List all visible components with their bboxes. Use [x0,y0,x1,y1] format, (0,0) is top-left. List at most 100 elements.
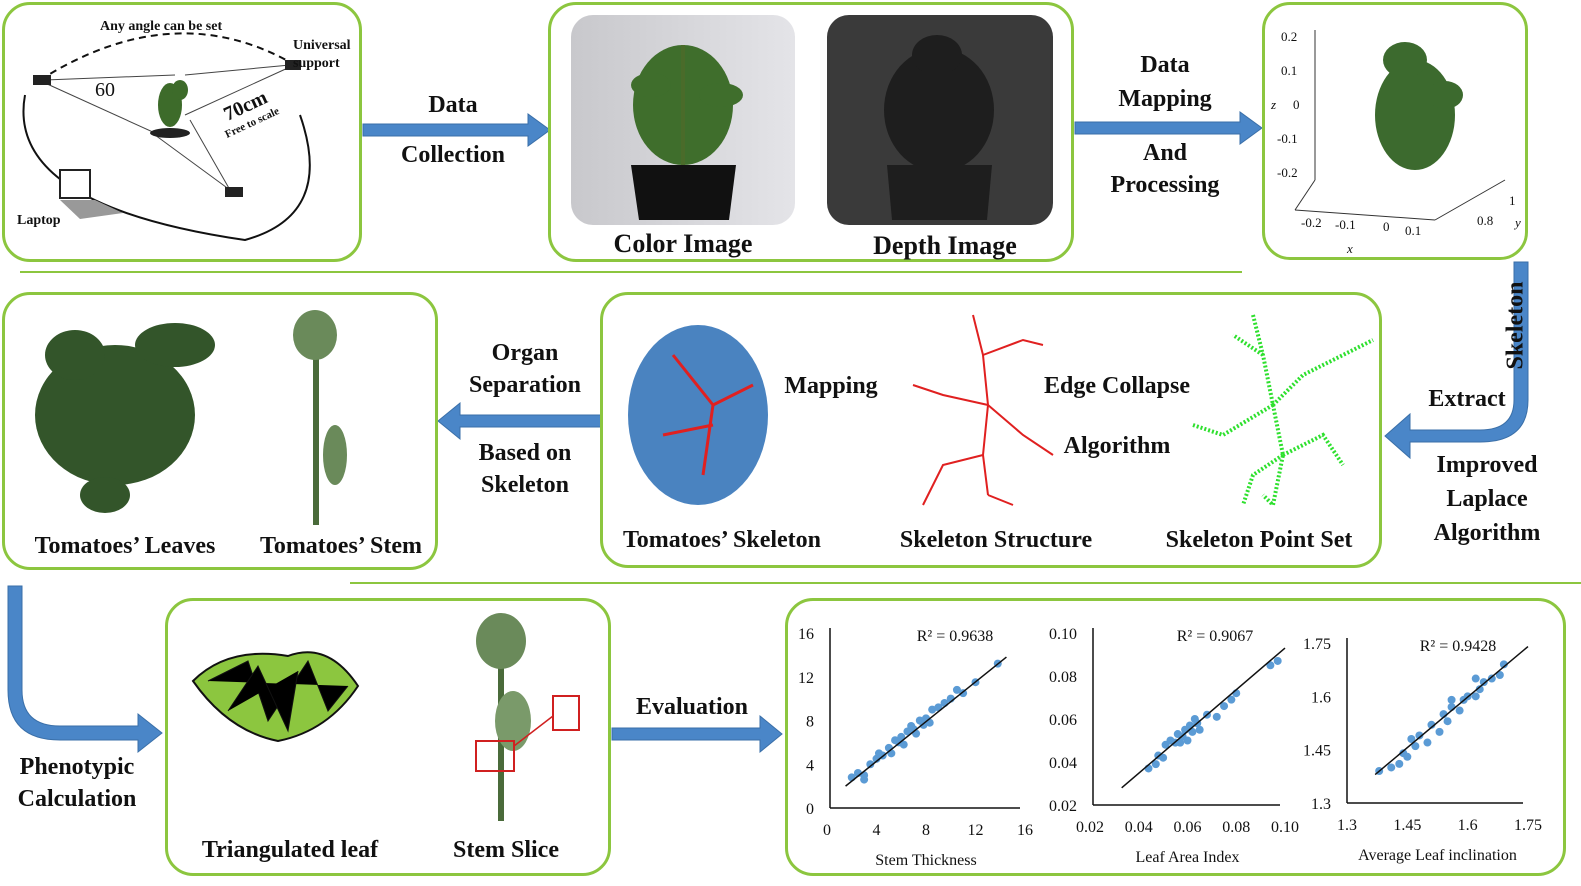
y-tick-label: 0 [806,801,814,818]
data-point [1273,656,1282,665]
skeleton-panel: Mapping Edge Collapse Algorithm Tomatoes… [600,292,1382,568]
trend-line [845,656,1007,787]
data-point [1395,759,1404,768]
edge-collapse-algorithm-label: Algorithm [1063,433,1171,459]
divider [350,582,1581,584]
step-improved: Improved [1436,452,1538,478]
x-tick: 0.1 [1405,223,1421,238]
data-point [1479,678,1488,687]
x-tick-label: 16 [1017,822,1033,839]
x-tick-label: 1.3 [1337,817,1357,834]
tomato-skeleton-label: Tomatoes’ Skeleton [623,527,821,553]
step-data: Data [428,92,478,118]
divider [20,271,1242,273]
x-tick: 0 [1383,219,1390,234]
x-tick-label: 0.10 [1271,819,1299,836]
x-tick: -0.2 [1301,215,1322,230]
data-point [1195,725,1204,734]
step-extract: Extract [1428,386,1506,412]
stem-cloud [293,310,347,525]
x-tick-label: 1.45 [1393,817,1421,834]
edge-collapse-label: Edge Collapse [1043,373,1191,399]
x-tick-label: 0.08 [1222,819,1250,836]
data-point [1220,702,1229,711]
data-point [1455,706,1464,715]
y-tick-label: 1.75 [1303,636,1331,653]
x-tick-label: 4 [873,822,881,839]
z-tick: -0.2 [1277,165,1298,180]
data-point [1471,692,1480,701]
support-label: Universal support [293,38,351,71]
skeleton-point-set [1192,314,1374,510]
x-axis-label: x [1346,241,1353,256]
z-tick: -0.1 [1277,131,1298,146]
y-axis-label: y [1513,215,1521,230]
data-point [860,775,869,784]
laptop-label: Laptop [17,213,61,228]
x-tick-label: 8 [922,822,930,839]
phenotype-panel: Triangulated leaf Stem Slice [165,598,611,876]
x-tick-label: 0.06 [1174,819,1202,836]
data-point [1487,674,1496,683]
step-processing: Processing [1110,172,1220,198]
phenotype-illustrations [191,613,580,821]
data-point [866,760,875,769]
y-tick-label: 1.45 [1303,743,1331,760]
step-collection: Collection [401,142,505,168]
z-axis-label: z [1270,97,1276,112]
data-point [1427,720,1436,729]
trend-line [1121,647,1286,789]
rgbd-panel: Color Image Depth Image [548,2,1074,262]
mapping-label: Mapping [784,373,878,399]
skeleton-point-set-label: Skeleton Point Set [1165,527,1353,553]
slice-zoom-box [552,695,580,731]
y-tick-label: 16 [798,626,814,643]
z-tick: 0.2 [1281,29,1297,44]
r-squared-annotation: R² = 0.9067 [1177,628,1254,645]
data-point [1183,736,1192,745]
organ-panel: Tomatoes’ Leaves Tomatoes’ Stem [2,292,438,570]
plant-point-cloud [1375,42,1463,170]
point-cloud-panel: 0.2 0.1 0 -0.1 -0.2 z -0.2 -0.1 0 0.1 x … [1262,2,1528,260]
x-tick-label: 12 [968,822,984,839]
camera-icon [225,187,243,197]
pot-icon [150,128,190,138]
y-tick: 1 [1509,193,1516,208]
trend-line [1374,645,1529,776]
z-tick: 0.1 [1281,63,1297,78]
step-separation: Separation [468,372,582,398]
data-point [1447,695,1456,704]
x-axis-title: Stem Thickness [875,852,976,869]
data-point [1176,738,1185,747]
data-point [1403,752,1412,761]
acquisition-setup-panel: Any angle can be set Universal support 6… [2,2,362,262]
plant-icon [158,80,188,127]
x-axis-title: Average Leaf inclination [1358,847,1517,864]
skeleton-structure-label: Skeleton Structure [899,527,1093,553]
data-point [1475,685,1484,694]
angle-value: 60 [95,79,115,101]
y-tick-label: 0.10 [1049,626,1077,643]
step-based-on: Based on [478,440,572,466]
skeleton-structure [912,314,1054,506]
z-tick: 0 [1293,97,1300,112]
skeleton-illustrations [628,314,1374,510]
data-point [874,749,883,758]
triangulated-leaf-label: Triangulated leaf [201,837,379,863]
depth-image-label: Depth Image [873,231,1017,260]
y-tick-label: 0.04 [1049,755,1077,772]
y-tick-label: 0.02 [1049,798,1077,815]
r-squared-annotation: R² = 0.9428 [1420,638,1497,655]
camera-icon [285,60,301,70]
y-tick: 0.8 [1477,213,1493,228]
setup-illustration [22,32,311,242]
step-calculation: Calculation [17,786,137,812]
x-tick-label: 1.6 [1458,817,1478,834]
x-tick: -0.1 [1335,217,1356,232]
step-mapping: Mapping [1118,86,1212,112]
x-tick-label: 0.04 [1125,819,1153,836]
triangulated-leaf [191,651,360,743]
